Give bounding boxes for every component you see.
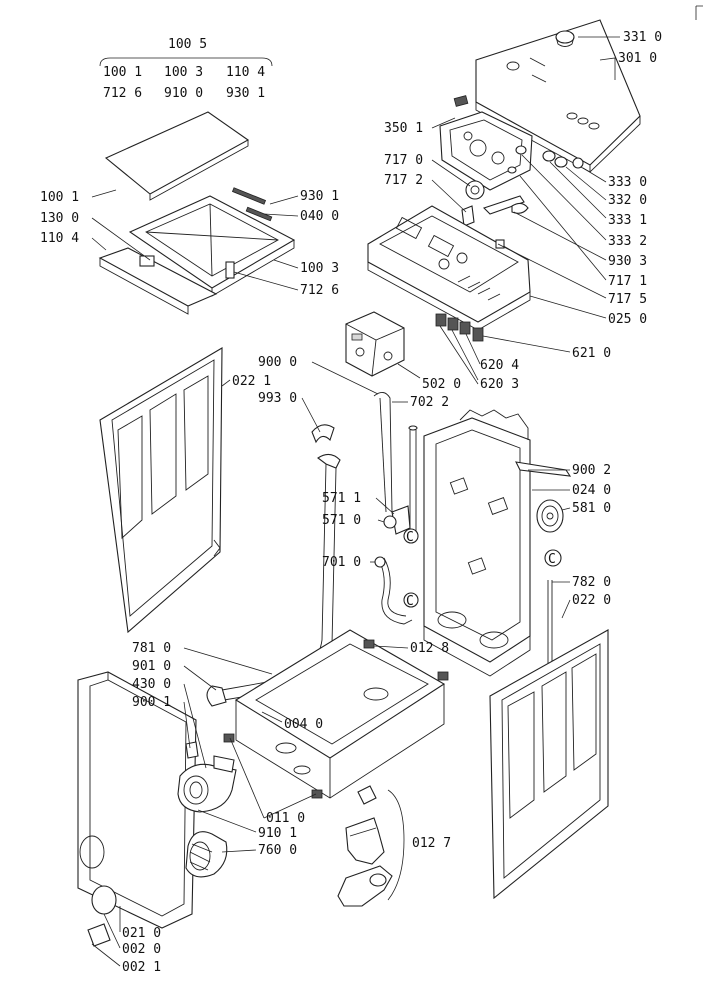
- connector-marker-3: C: [406, 594, 414, 609]
- detergent-dispenser: [367, 205, 531, 331]
- label-702-2: 702 2: [410, 395, 449, 410]
- label-502-0: 502 0: [422, 377, 461, 392]
- header-row2-b: 910 0: [164, 86, 203, 101]
- label-620-3: 620 3: [480, 377, 519, 392]
- level-hose: [374, 556, 413, 625]
- label-100-1: 100 1: [40, 190, 79, 205]
- pressure-switch: [461, 180, 529, 227]
- label-900-2: 900 2: [572, 463, 611, 478]
- label-110-4: 110 4: [40, 231, 79, 246]
- label-930-3: 930 3: [608, 254, 647, 269]
- label-333-0: 333 0: [608, 175, 647, 190]
- header-top-label: 100 5: [168, 37, 207, 52]
- connector-marker-1: C: [406, 530, 414, 545]
- label-993-0: 993 0: [258, 391, 297, 406]
- fill-hose: [373, 392, 418, 532]
- label-002-1: 002 1: [122, 960, 161, 975]
- label-012-8: 012 8: [410, 641, 449, 656]
- label-701-0: 701 0: [322, 555, 361, 570]
- label-712-6: 712 6: [300, 283, 339, 298]
- label-022-0: 022 0: [572, 593, 611, 608]
- left-side-panel: [99, 347, 223, 634]
- label-900-1: 900 1: [132, 695, 171, 710]
- label-301-0: 301 0: [618, 51, 657, 66]
- right-side-panel: [489, 629, 609, 900]
- part-labels: 331 0 301 0 350 1 717 0 717 2 333 0 332 …: [40, 30, 662, 975]
- header-row1-b: 100 3: [164, 65, 203, 80]
- label-430-0: 430 0: [132, 677, 171, 692]
- label-620-4: 620 4: [480, 358, 519, 373]
- label-130-0: 130 0: [40, 211, 79, 226]
- header-row1-c: 110 4: [226, 65, 265, 80]
- leader-lines: [91, 36, 620, 967]
- label-581-0: 581 0: [572, 501, 611, 516]
- label-022-1: 022 1: [232, 374, 271, 389]
- label-333-1: 333 1: [608, 213, 647, 228]
- control-panel: [475, 19, 641, 173]
- header-row1-a: 100 1: [103, 65, 142, 80]
- label-717-1: 717 1: [608, 274, 647, 289]
- label-760-0: 760 0: [258, 843, 297, 858]
- label-331-0: 331 0: [623, 30, 662, 45]
- water-valve: [345, 311, 405, 377]
- base-frame: [234, 629, 446, 799]
- label-100-3: 100 3: [300, 261, 339, 276]
- connector-marker-2: C: [548, 552, 556, 567]
- label-024-0: 024 0: [572, 483, 611, 498]
- accessory-parts: [337, 785, 405, 907]
- label-002-0: 002 0: [122, 942, 161, 957]
- label-782-0: 782 0: [572, 575, 611, 590]
- label-040-0: 040 0: [300, 209, 339, 224]
- front-panel: [77, 671, 197, 929]
- label-332-0: 332 0: [608, 193, 647, 208]
- label-900-0: 900 0: [258, 355, 297, 370]
- top-lid: [104, 111, 250, 201]
- tub-rim-strip: [515, 461, 572, 477]
- header-group: 100 5 100 1 100 3 110 4 712 6 910 0 930 …: [99, 37, 273, 101]
- filter-cover: [87, 885, 117, 947]
- label-004-0: 004 0: [284, 717, 323, 732]
- selector-knob: [555, 30, 575, 47]
- top-frame: [128, 187, 296, 297]
- header-row2-a: 712 6: [103, 86, 142, 101]
- label-571-0: 571 0: [322, 513, 361, 528]
- label-717-2: 717 2: [384, 173, 423, 188]
- rear-frame: [423, 409, 531, 677]
- label-621-0: 621 0: [572, 346, 611, 361]
- label-012-7: 012 7: [412, 836, 451, 851]
- pump-filter: [185, 831, 228, 878]
- label-901-0: 901 0: [132, 659, 171, 674]
- header-row2-c: 930 1: [226, 86, 265, 101]
- label-011-0: 011 0: [266, 811, 305, 826]
- label-717-5: 717 5: [608, 292, 647, 307]
- label-571-1: 571 1: [322, 491, 361, 506]
- feet: [223, 639, 449, 799]
- label-717-0: 717 0: [384, 153, 423, 168]
- label-910-1: 910 1: [258, 826, 297, 841]
- header-brace: [99, 57, 273, 67]
- dispenser-clips: [435, 313, 484, 342]
- label-781-0: 781 0: [132, 641, 171, 656]
- drain-pump: [177, 741, 237, 813]
- label-025-0: 025 0: [608, 312, 647, 327]
- frame-tick: [695, 5, 703, 20]
- label-930-1: 930 1: [300, 189, 339, 204]
- push-buttons: [507, 145, 584, 174]
- label-350-1: 350 1: [384, 121, 423, 136]
- label-333-2: 333 2: [608, 234, 647, 249]
- motor-pulley: [536, 499, 564, 533]
- label-021-0: 021 0: [122, 926, 161, 941]
- front-trim: [98, 247, 235, 315]
